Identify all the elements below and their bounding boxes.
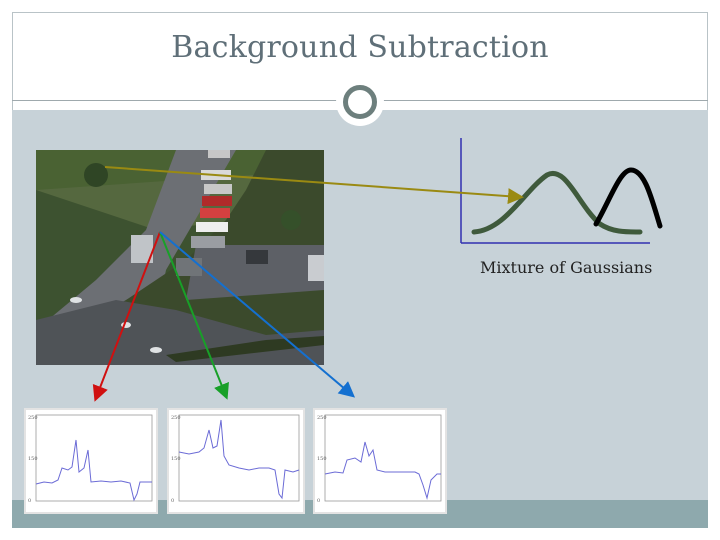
- svg-text:150: 150: [171, 456, 181, 462]
- svg-text:150: 150: [28, 456, 38, 462]
- pixel-intensity-plot-1: 250 150 0: [24, 408, 158, 514]
- slide-title: Background Subtraction: [12, 30, 708, 65]
- parking-lot-photo: [36, 150, 324, 365]
- svg-text:250: 250: [171, 415, 181, 421]
- gaussians-caption: Mixture of Gaussians: [480, 258, 652, 277]
- pixel-intensity-plot-3: 250 150 0: [313, 408, 447, 514]
- circle-ornament: [336, 78, 384, 126]
- svg-text:0: 0: [171, 498, 174, 504]
- svg-text:0: 0: [317, 498, 320, 504]
- svg-text:0: 0: [28, 498, 31, 504]
- svg-text:150: 150: [317, 456, 327, 462]
- pixel-intensity-plot-2: 250 150 0: [167, 408, 305, 514]
- svg-text:250: 250: [28, 415, 38, 421]
- ornament-ring: [343, 85, 377, 119]
- svg-text:250: 250: [317, 415, 327, 421]
